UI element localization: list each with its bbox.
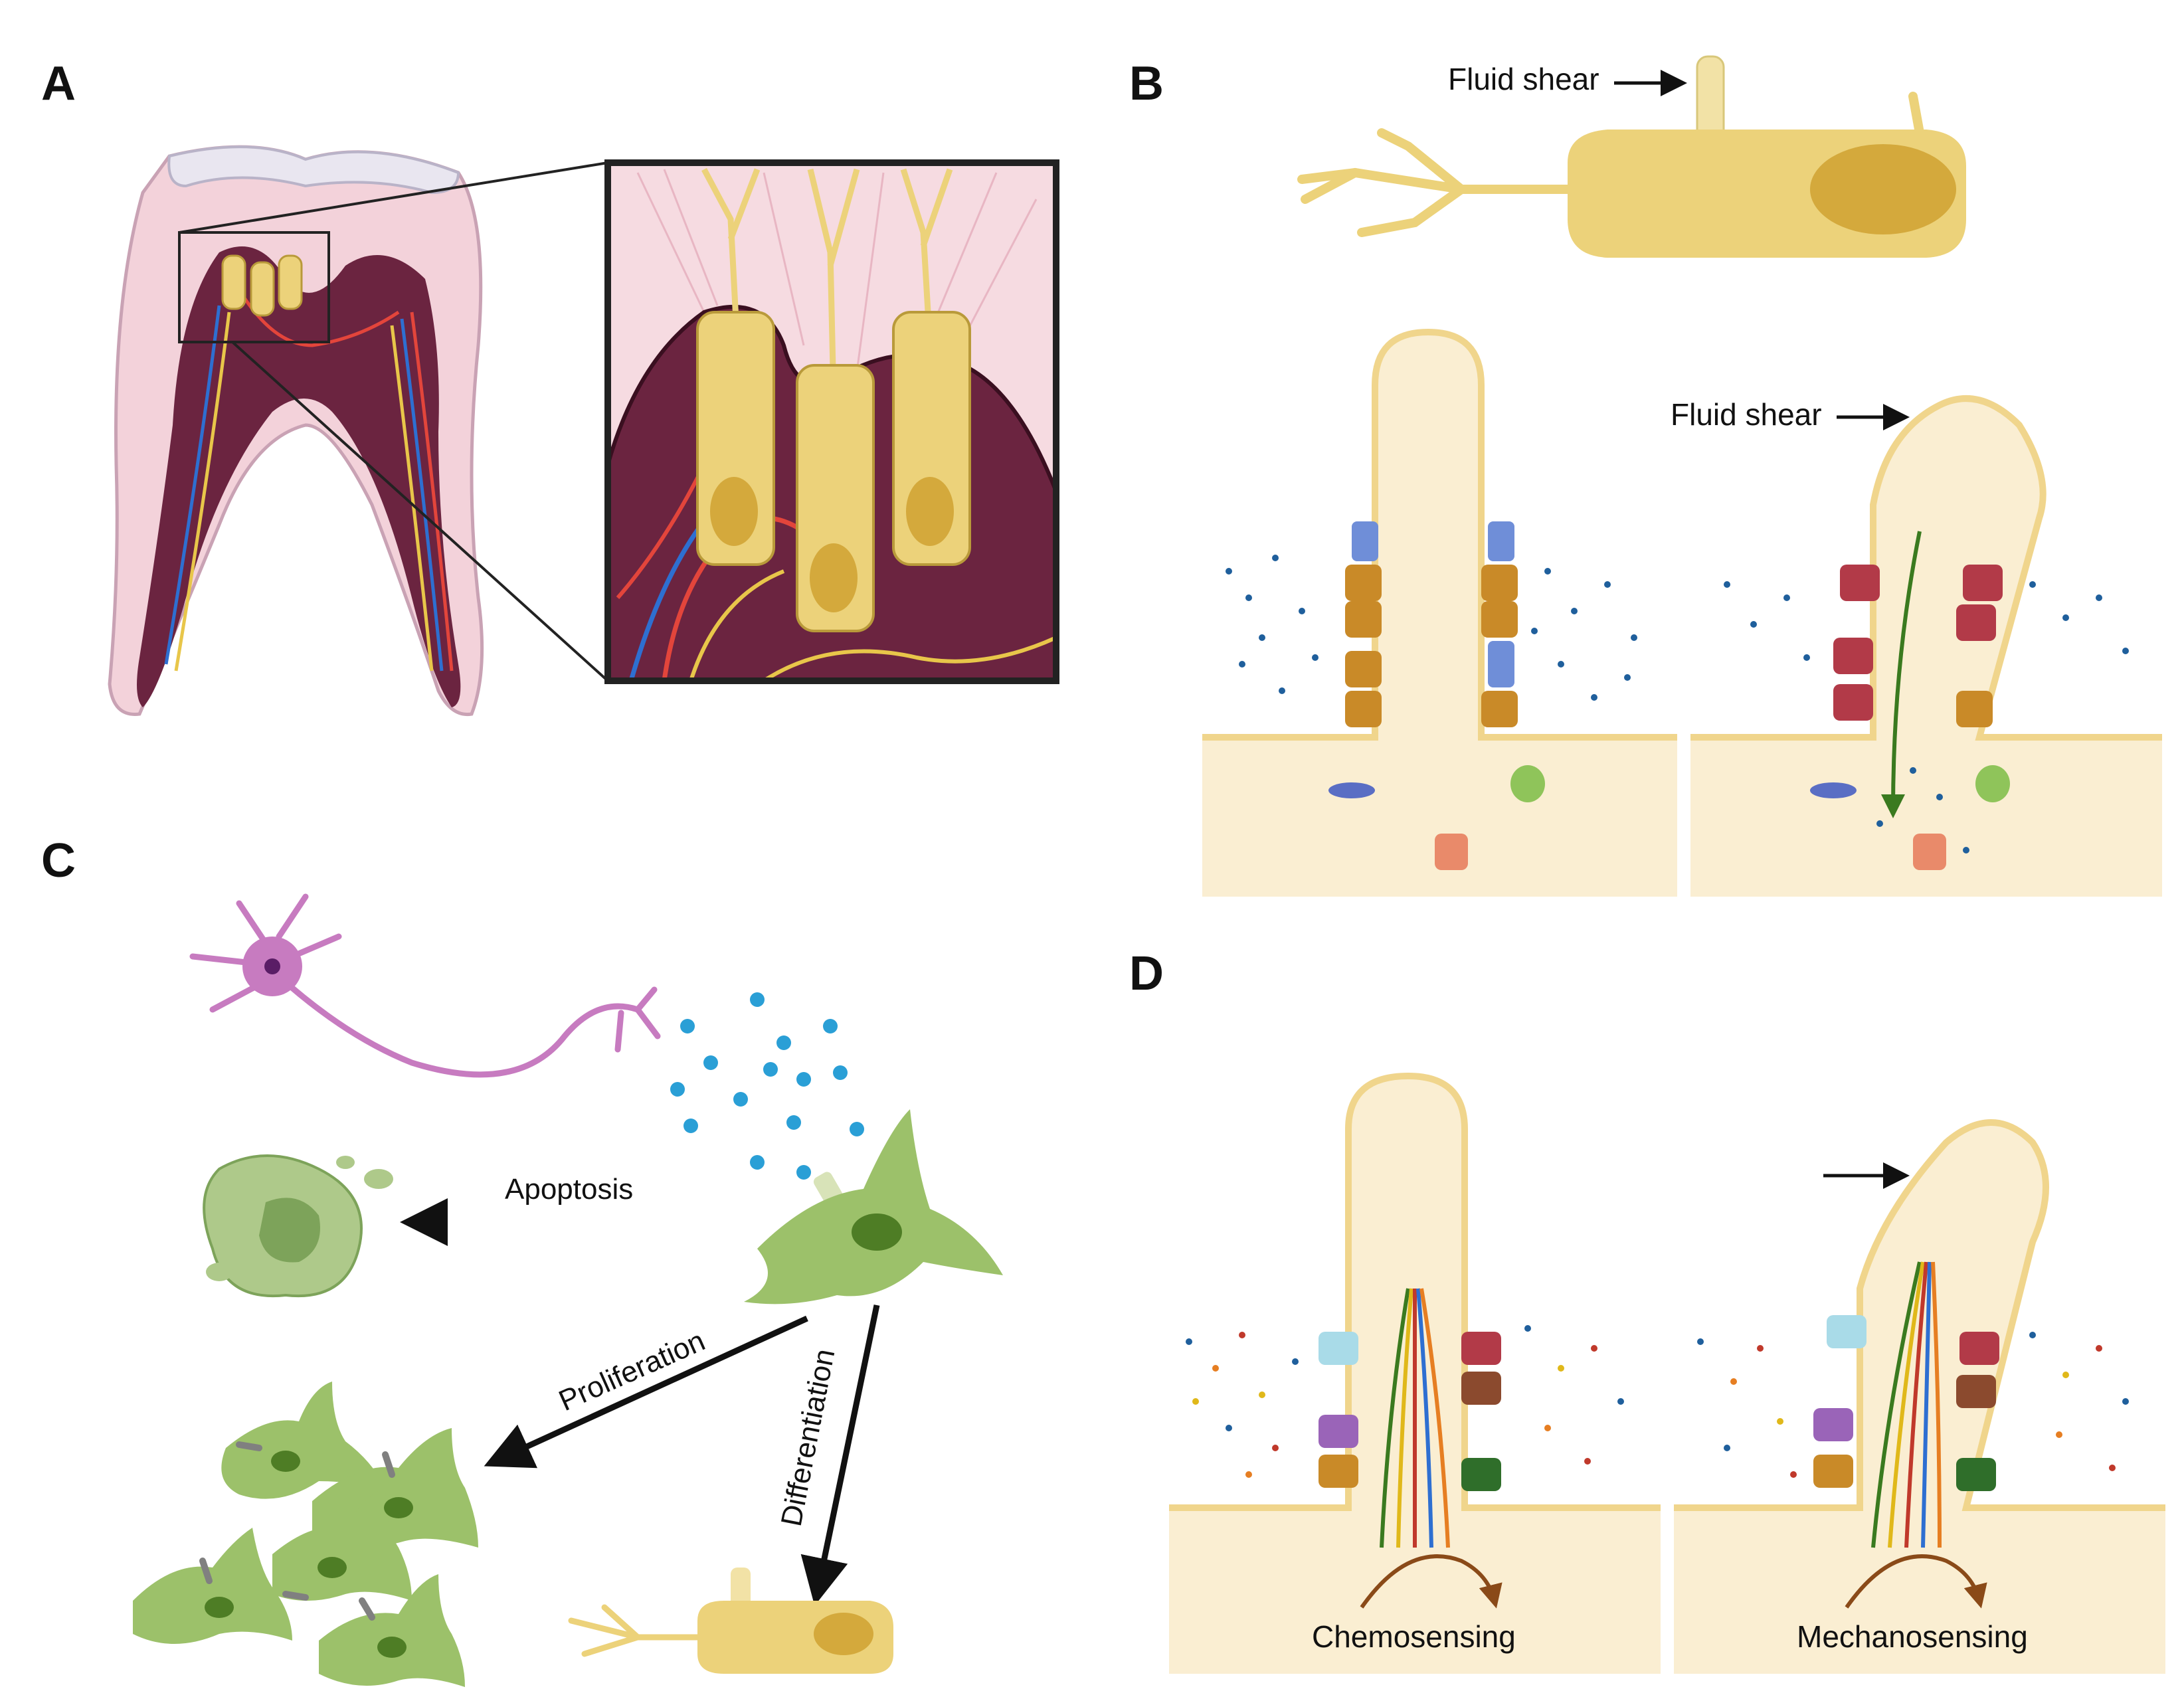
signal-arrows — [1871, 1261, 1942, 1548]
pulp-chamber — [137, 246, 461, 707]
panel-c: C — [41, 834, 1003, 1687]
protein — [1435, 834, 1468, 870]
proliferating-cells — [133, 1382, 478, 1687]
panel-a: A — [41, 57, 1059, 717]
nucleus — [906, 477, 954, 546]
zoom-box — [178, 231, 330, 343]
ion-flux-arrow — [1881, 531, 1922, 818]
zoom-line — [231, 341, 609, 682]
protein — [1810, 782, 1857, 798]
cilium-membrane — [1202, 328, 1677, 741]
cilium-rest — [1202, 328, 1677, 897]
receptor-channel — [1461, 1332, 1501, 1365]
cytoplasm — [1690, 737, 2162, 897]
ions — [1226, 555, 2129, 853]
signaling-arc — [1845, 1554, 1987, 1609]
nucleus — [264, 958, 280, 974]
ion-channel-open — [1833, 565, 2003, 721]
neuron — [189, 893, 661, 1078]
fluid-shear-label-mid: Fluid shear — [1671, 397, 1822, 432]
apoptosis-label: Apoptosis — [505, 1173, 633, 1206]
ion-channel — [1956, 691, 1993, 727]
blood-vessel — [224, 264, 400, 347]
inset-frame — [604, 159, 1059, 684]
protein — [1913, 834, 1946, 870]
differentiation-arrow — [800, 1304, 880, 1606]
panel-b: B Fluid shear — [1129, 55, 2162, 897]
receptor-channel — [1959, 1332, 1999, 1365]
primary-cilia — [199, 1441, 395, 1621]
odontoblast-small — [221, 254, 246, 310]
blood-vessel — [410, 312, 454, 672]
odontoblast-processes — [701, 167, 953, 399]
odontoblast-small — [278, 254, 303, 310]
odontoblast-small — [250, 261, 275, 317]
stem-cell — [744, 1109, 1003, 1304]
odontoblast-horizontal — [1297, 55, 1966, 258]
panel-letter-d: D — [1129, 947, 1164, 1000]
panel-letter-b: B — [1129, 57, 1164, 110]
receptor-channel — [1319, 1455, 1358, 1488]
receptor-channel — [1827, 1315, 1866, 1348]
signaling-arc — [1360, 1554, 1502, 1609]
receptor-channel — [1956, 1458, 1996, 1491]
apoptotic-cell — [203, 1154, 393, 1298]
receptor-channel — [1813, 1455, 1853, 1488]
differentiation-label: Differentiation — [775, 1346, 842, 1529]
protein — [1975, 765, 2010, 802]
blood-vessel — [400, 318, 444, 672]
differentiated-odontoblast — [568, 1568, 893, 1674]
zoom-line — [179, 161, 608, 234]
receptor-channel — [1461, 1458, 1501, 1491]
fluid-shear-label-top: Fluid shear — [1448, 62, 1599, 96]
nerve-fiber — [390, 325, 434, 672]
dentinal-tubules — [636, 169, 1038, 373]
nucleus — [710, 477, 758, 546]
mechanosensing-label: Mechanosensing — [1797, 1619, 2028, 1654]
panel-d: D Chemosensing — [1129, 947, 2165, 1674]
nerve-fiber — [174, 312, 231, 672]
blood-vessel — [164, 305, 221, 665]
cilium-bent: Fluid shear — [1671, 395, 2162, 897]
nuclei — [205, 1451, 413, 1658]
protein — [1328, 782, 1375, 798]
signal-arrows — [1380, 1288, 1450, 1548]
cilium-chemosensing: Chemosensing — [1169, 1072, 1661, 1674]
ligands — [1186, 1325, 2129, 1478]
receptor-channel — [1319, 1332, 1358, 1365]
nerve-fiber — [763, 636, 1056, 681]
receptor-channel — [1319, 1415, 1358, 1448]
cilium-membrane — [1690, 395, 2162, 741]
receptor-channel — [1813, 1408, 1853, 1441]
cytoplasm — [1202, 737, 1677, 897]
panel-letter-c: C — [41, 834, 76, 887]
blood-vessel — [616, 464, 706, 599]
protein — [1510, 765, 1545, 802]
receptor-coils — [1352, 521, 1514, 687]
panel-letter-a: A — [41, 57, 76, 110]
nerve-fiber — [689, 569, 785, 681]
nucleus — [852, 1213, 902, 1251]
nucleus — [810, 543, 858, 612]
chemosensing-label: Chemosensing — [1312, 1619, 1516, 1654]
cytoplasm — [1674, 1508, 2165, 1674]
proliferation-arrow — [484, 1315, 808, 1469]
cilium-membrane — [1674, 1119, 2165, 1511]
nucleus — [1810, 144, 1956, 234]
ion-channel — [1345, 565, 1518, 727]
receptor-channel — [1956, 1375, 1996, 1408]
cilium-mechanosensing: Mechanosensing — [1674, 1119, 2165, 1674]
secreted-factors — [670, 992, 864, 1180]
inset-odontoblasts — [604, 159, 1059, 684]
odontoblast-process — [1297, 92, 1924, 237]
receptor-channel — [1461, 1372, 1501, 1405]
tooth-illustration — [108, 145, 609, 717]
